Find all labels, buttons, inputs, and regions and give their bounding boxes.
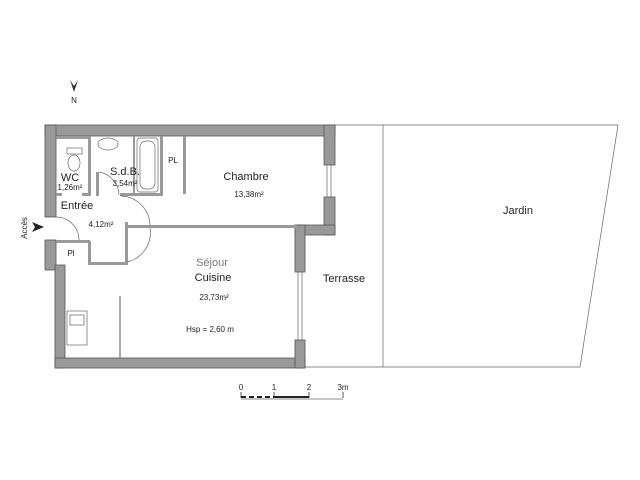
- bathtub-icon: [136, 137, 159, 193]
- exterior-outline: [305, 124, 619, 368]
- room-chambre-area: 13,38m²: [234, 190, 264, 199]
- room-wc-area: 1,26m²: [58, 183, 83, 192]
- room-wc-name: WC: [61, 172, 79, 184]
- room-sdb-area: 3,54m²: [113, 179, 138, 188]
- room-chambre-name: Chambre: [223, 171, 268, 183]
- north-arrow-icon: [70, 80, 78, 92]
- scale-tick-3: 3m: [337, 383, 348, 392]
- fixtures: [66, 137, 159, 346]
- room-jardin-name: Jardin: [503, 205, 533, 217]
- room-sejour-name: Séjour: [196, 257, 228, 269]
- scale-tick-1: 1: [272, 383, 277, 392]
- access-arrow-icon: [32, 222, 44, 232]
- scale-tick-2: 2: [307, 383, 312, 392]
- room-sdb-name: S.d.B.: [110, 166, 140, 178]
- walls: [44, 124, 336, 369]
- room-sejour-area: 23,73m²: [199, 293, 229, 302]
- scale-tick-0: 0: [239, 383, 244, 392]
- windows: [297, 165, 332, 340]
- room-entree-name: Entrée: [61, 200, 93, 212]
- room-pl-bath: PL: [168, 156, 178, 165]
- access-label: Accès: [20, 217, 29, 239]
- room-cuisine-name: Cuisine: [195, 272, 232, 284]
- sink-icon: [97, 137, 119, 151]
- toilet-icon: [66, 147, 83, 172]
- partitions: [56, 136, 297, 358]
- scale-bar: [240, 392, 344, 400]
- room-pl-hall: Pl: [67, 249, 74, 258]
- room-terrasse-name: Terrasse: [323, 273, 365, 285]
- stove-icon: [66, 310, 88, 346]
- compass-label: N: [71, 96, 77, 105]
- ceiling-height: Hsp = 2,60 m: [186, 325, 234, 334]
- doors: [55, 171, 151, 263]
- room-entree-area: 4,12m²: [89, 220, 114, 229]
